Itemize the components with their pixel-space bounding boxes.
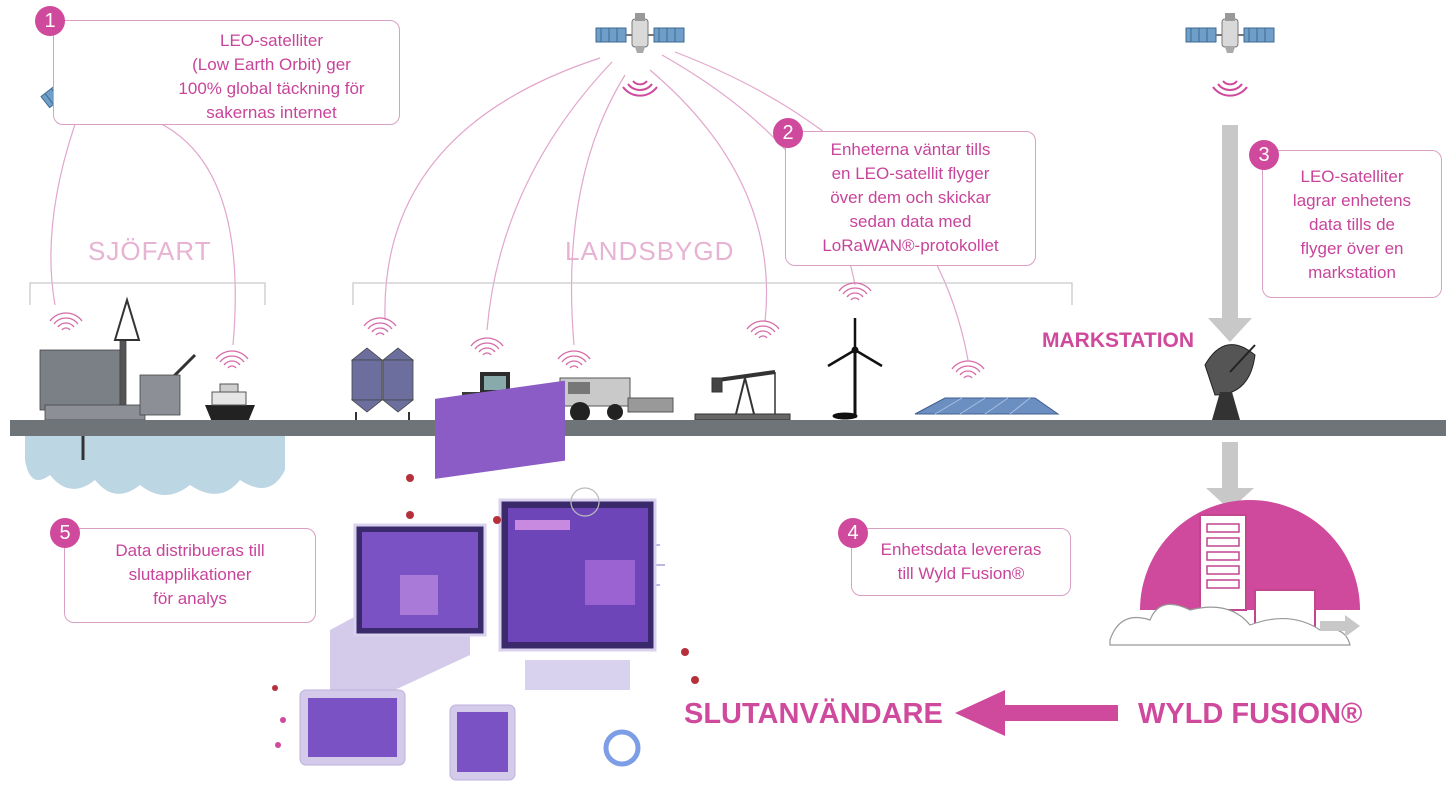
devices-icon [272, 380, 699, 781]
callout-1-line-3: 100% global täckning för [178, 79, 365, 98]
ship-icon [205, 383, 255, 422]
signal-waves-icon [470, 337, 504, 356]
callout-1-line-4: sakernas internet [206, 103, 337, 122]
signal-waves-icon [49, 312, 83, 331]
callout-4-line-1: Enhetsdata levereras [880, 540, 1042, 559]
signal-waves-icon [363, 317, 397, 336]
callout-3-line-4: flyger över en [1300, 239, 1404, 258]
callout-1: LEO-satelliter (Low Earth Orbit) ger 100… [53, 20, 400, 125]
signal-waves-icon [951, 360, 985, 379]
ground-line [10, 420, 1446, 436]
callout-3-line-2: lagrar enhetens [1292, 191, 1412, 210]
callout-1-line-2: (Low Earth Orbit) ger [192, 55, 351, 74]
callout-1-line-1: LEO-satelliter [220, 31, 323, 50]
callout-2-line-4: sedan data med [849, 212, 972, 231]
callout-3-line-5: markstation [1308, 263, 1396, 282]
satellite-dish-icon [1204, 344, 1256, 420]
signal-waves-icon [838, 282, 872, 301]
wind-turbine-icon [827, 318, 883, 420]
callout-2-line-2: en LEO-satellit flyger [831, 164, 990, 183]
oil-platform-icon [39, 296, 197, 436]
markstation-label: MARKSTATION [1042, 329, 1195, 352]
landsbygd-label: LANDSBYGD [565, 236, 735, 266]
signal-waves-icon [1212, 80, 1248, 97]
signal-waves-icon [557, 350, 591, 369]
signal-waves-icon [746, 320, 780, 339]
step-badge-2: 2 [773, 118, 803, 148]
callout-2-line-3: över dem och skickar [830, 188, 991, 207]
callout-3-line-1: LEO-satelliter [1300, 167, 1404, 186]
callout-5-line-2: slutapplikationer [128, 565, 252, 584]
satellite-icon [1185, 12, 1275, 54]
sjofart-label: SJÖFART [88, 236, 212, 266]
slutanvandare-label: SLUTANVÄNDARE [684, 698, 943, 730]
callout-2: Enheterna väntar tills en LEO-satellit f… [785, 131, 1036, 266]
signal-waves-icon [215, 350, 249, 369]
uplink-arrow [1206, 442, 1254, 510]
section-brackets [29, 282, 1073, 305]
silo-icon [350, 347, 415, 422]
signal-waves-icon [622, 80, 658, 97]
callout-4-line-2: till Wyld Fusion® [897, 564, 1025, 583]
callout-3: LEO-satelliter lagrar enhetens data till… [1262, 150, 1442, 298]
server-cloud-icon [1109, 500, 1360, 646]
sea-area [25, 435, 285, 495]
satellite-icon [595, 12, 685, 54]
step-badge-4: 4 [838, 518, 868, 548]
callout-5-line-1: Data distribueras till [115, 541, 265, 560]
step-badge-3: 3 [1249, 140, 1279, 170]
downlink-arrow [1208, 125, 1252, 342]
callout-3-line-3: data tills de [1309, 215, 1395, 234]
step-badge-1: 1 [35, 6, 65, 36]
oil-pump-icon [694, 370, 791, 421]
callout-5: Data distribueras till slutapplikationer… [64, 528, 316, 623]
step-badge-5: 5 [50, 518, 80, 548]
harvester-icon [559, 377, 674, 422]
solar-panel-icon [914, 397, 1060, 415]
delivery-arrow [955, 690, 1118, 736]
callout-5-line-3: för analys [153, 589, 227, 608]
callout-2-line-1: Enheterna väntar tills [830, 140, 991, 159]
callout-4: Enhetsdata levereras till Wyld Fusion® [851, 528, 1071, 596]
wyld-fusion-label: WYLD FUSION® [1138, 698, 1363, 730]
callout-2-line-5: LoRaWAN®-protokollet [822, 236, 999, 255]
